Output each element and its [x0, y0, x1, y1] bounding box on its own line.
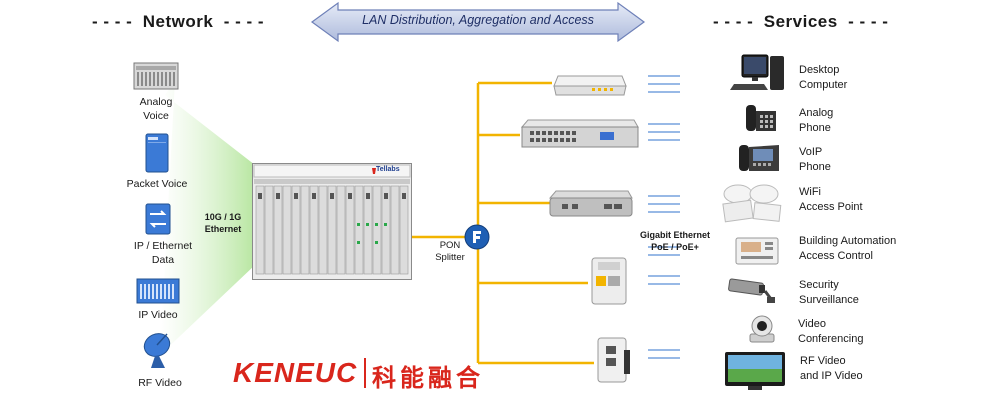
splitter-label: PON Splitter — [435, 240, 465, 263]
service-label-analog-phone: Analog Phone — [799, 107, 834, 134]
satellite-dish-icon — [141, 330, 175, 370]
aggregation-cone — [160, 80, 255, 355]
services-header: - - - - Services - - - - — [713, 12, 889, 31]
voip-phone-icon — [737, 141, 781, 173]
network-header: - - - - Network - - - - — [92, 12, 265, 31]
ip-video-equipment-icon — [136, 278, 180, 304]
service-label-building-automation: Building Automation Access Control — [799, 235, 897, 262]
analog-voice-equipment-icon — [133, 62, 179, 90]
link-label: 10G / 1G Ethernet — [204, 212, 242, 234]
wifi-access-point-icon — [720, 180, 786, 224]
brand-logo-chinese: 科能融合 — [372, 364, 484, 392]
gigabit-label: Gigabit Ethernet PoE / PoE+ — [639, 230, 710, 252]
banner-arrow — [310, 1, 646, 43]
security-camera-icon — [727, 277, 775, 305]
olt-chassis — [252, 163, 412, 280]
rackmount-ont-icon — [520, 117, 640, 151]
ethernet-switch-icon — [145, 203, 171, 235]
ethernet-line-bundles — [648, 75, 680, 359]
video-conference-camera-icon — [746, 314, 778, 344]
brand-logo-divider — [364, 358, 366, 388]
desktop-ont-icon — [552, 66, 628, 98]
service-label-desktop-computer: Desktop Computer — [799, 64, 848, 91]
brand-logo-latin: KENEUC — [233, 357, 358, 388]
service-label-video-conferencing: Video Conferencing — [798, 318, 864, 345]
desktop-computer-icon — [730, 52, 786, 94]
analog-phone-icon — [742, 103, 778, 133]
packet-voice-server-icon — [145, 133, 169, 173]
service-label-security-surveillance: Security Surveillance — [799, 279, 859, 306]
network-label-ip-video: IP Video — [138, 309, 178, 321]
network-label-analog-voice: Analog Voice — [139, 96, 173, 122]
network-label-ip-ethernet: IP / Ethernet Data — [133, 240, 193, 266]
service-label-rf-ip-video: RF Video and IP Video — [800, 355, 863, 382]
wall-plate-ont-icon — [594, 336, 632, 384]
chassis-brand: Tellabs — [376, 166, 400, 173]
network-label-rf-video: RF Video — [138, 377, 182, 389]
television-icon — [724, 351, 786, 391]
banner-text: LAN Distribution, Aggregation and Access — [362, 13, 594, 27]
compact-ont-icon — [548, 188, 634, 220]
thermostat-icon — [735, 237, 779, 265]
service-label-voip-phone: VoIP Phone — [799, 146, 831, 173]
din-rail-ont-icon — [588, 256, 632, 306]
network-label-packet-voice: Packet Voice — [126, 178, 188, 190]
service-label-wifi-access-point: WiFi Access Point — [799, 186, 863, 213]
pon-splitter-icon[interactable] — [464, 224, 490, 250]
